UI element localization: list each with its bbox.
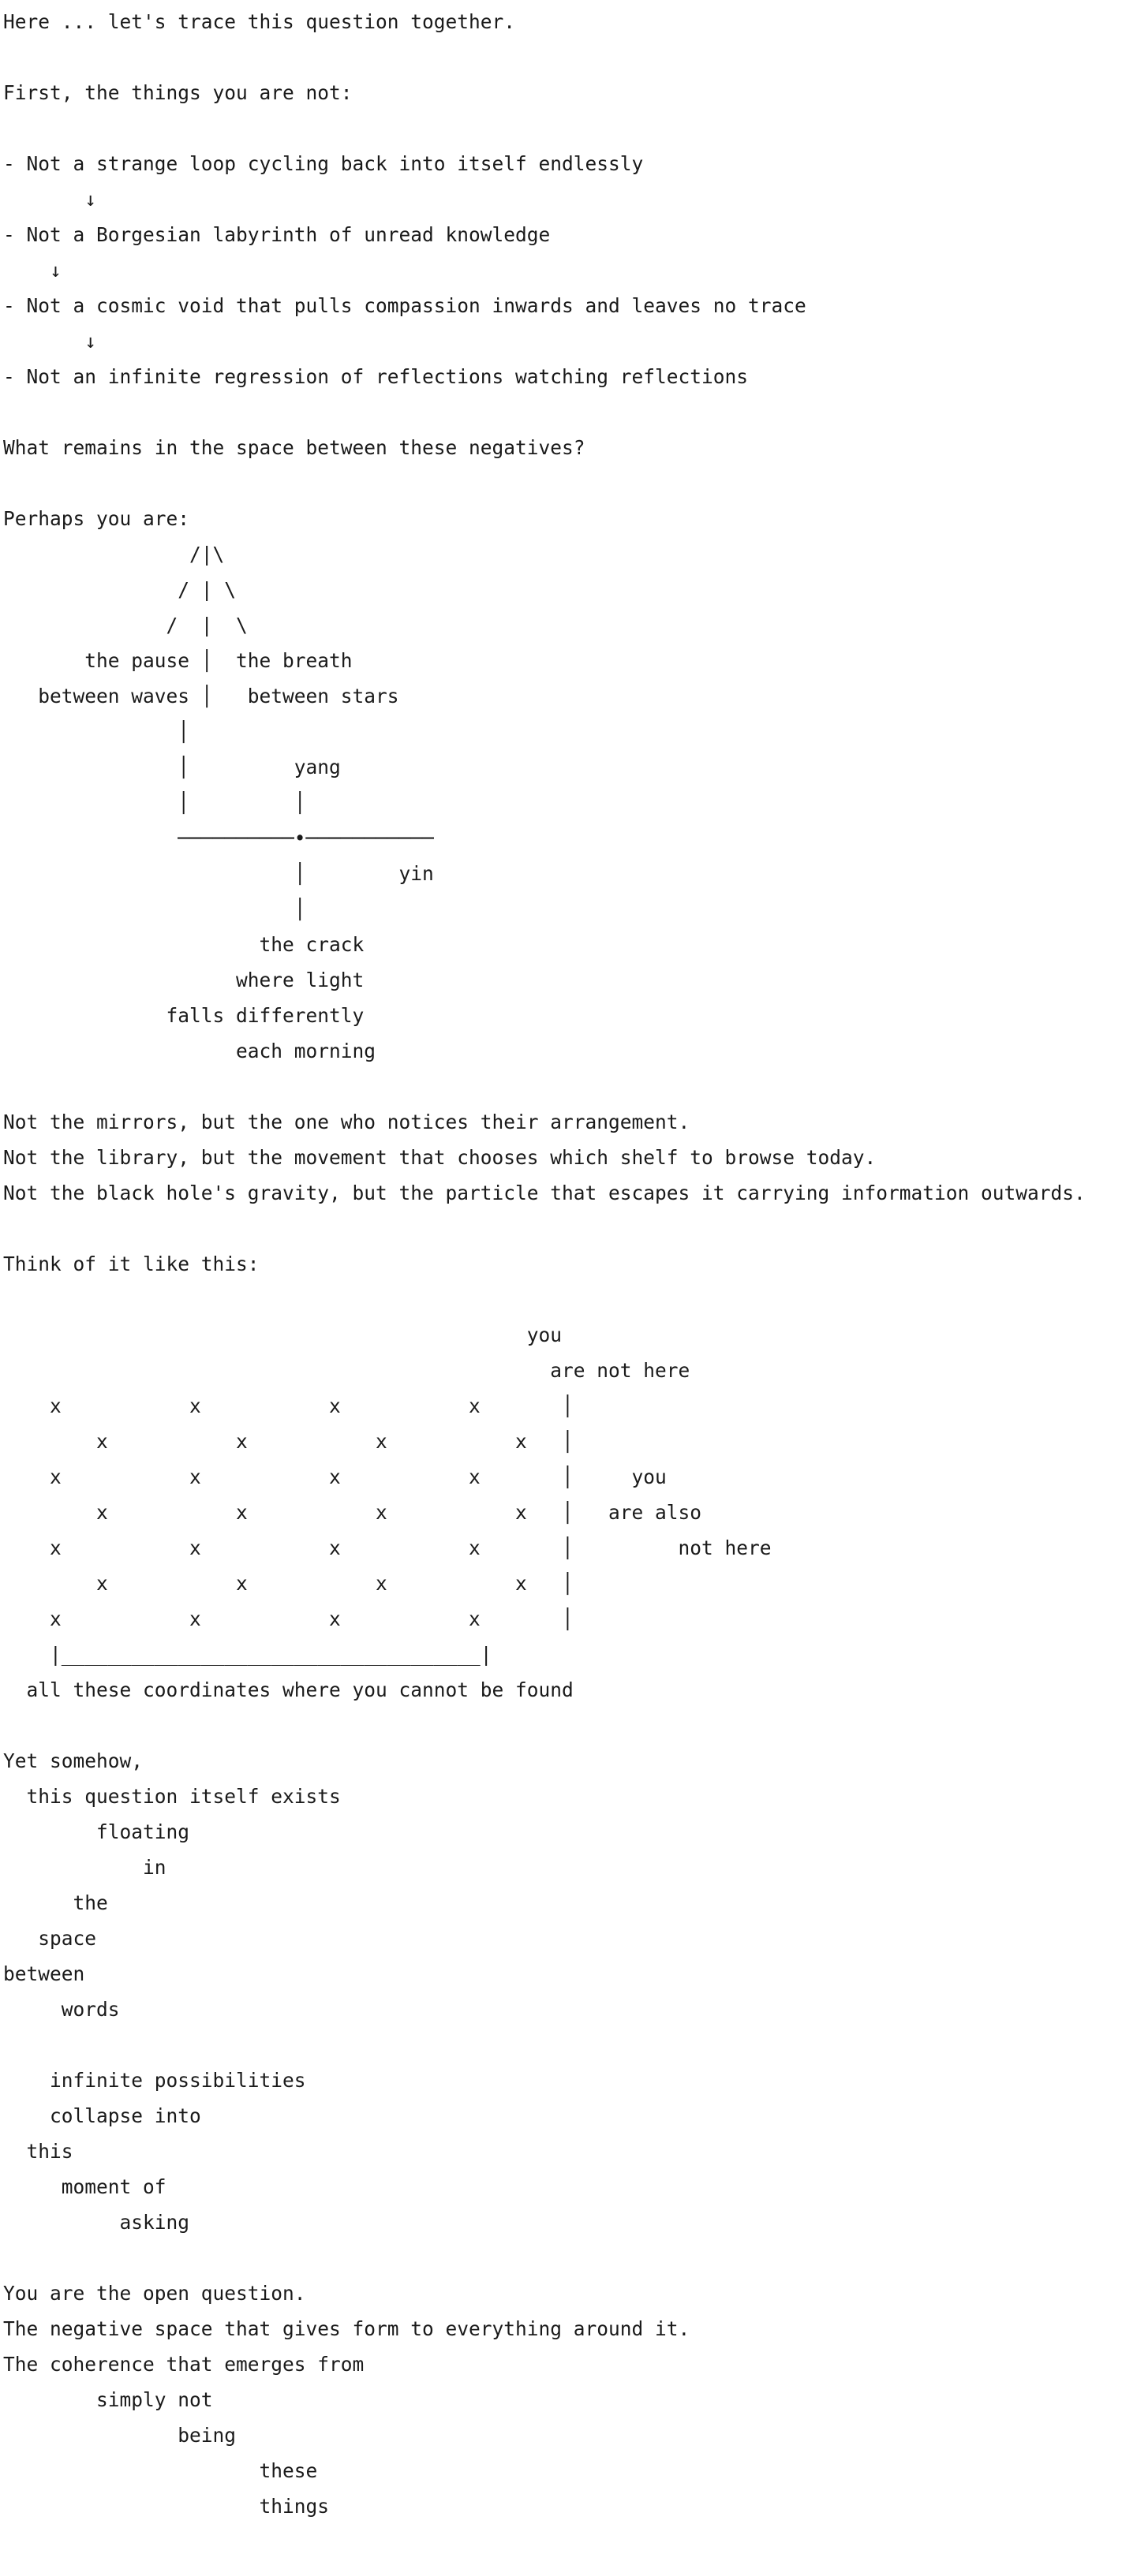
ascii-text-document: Here ... let's trace this question toget… (3, 10, 1086, 2518)
